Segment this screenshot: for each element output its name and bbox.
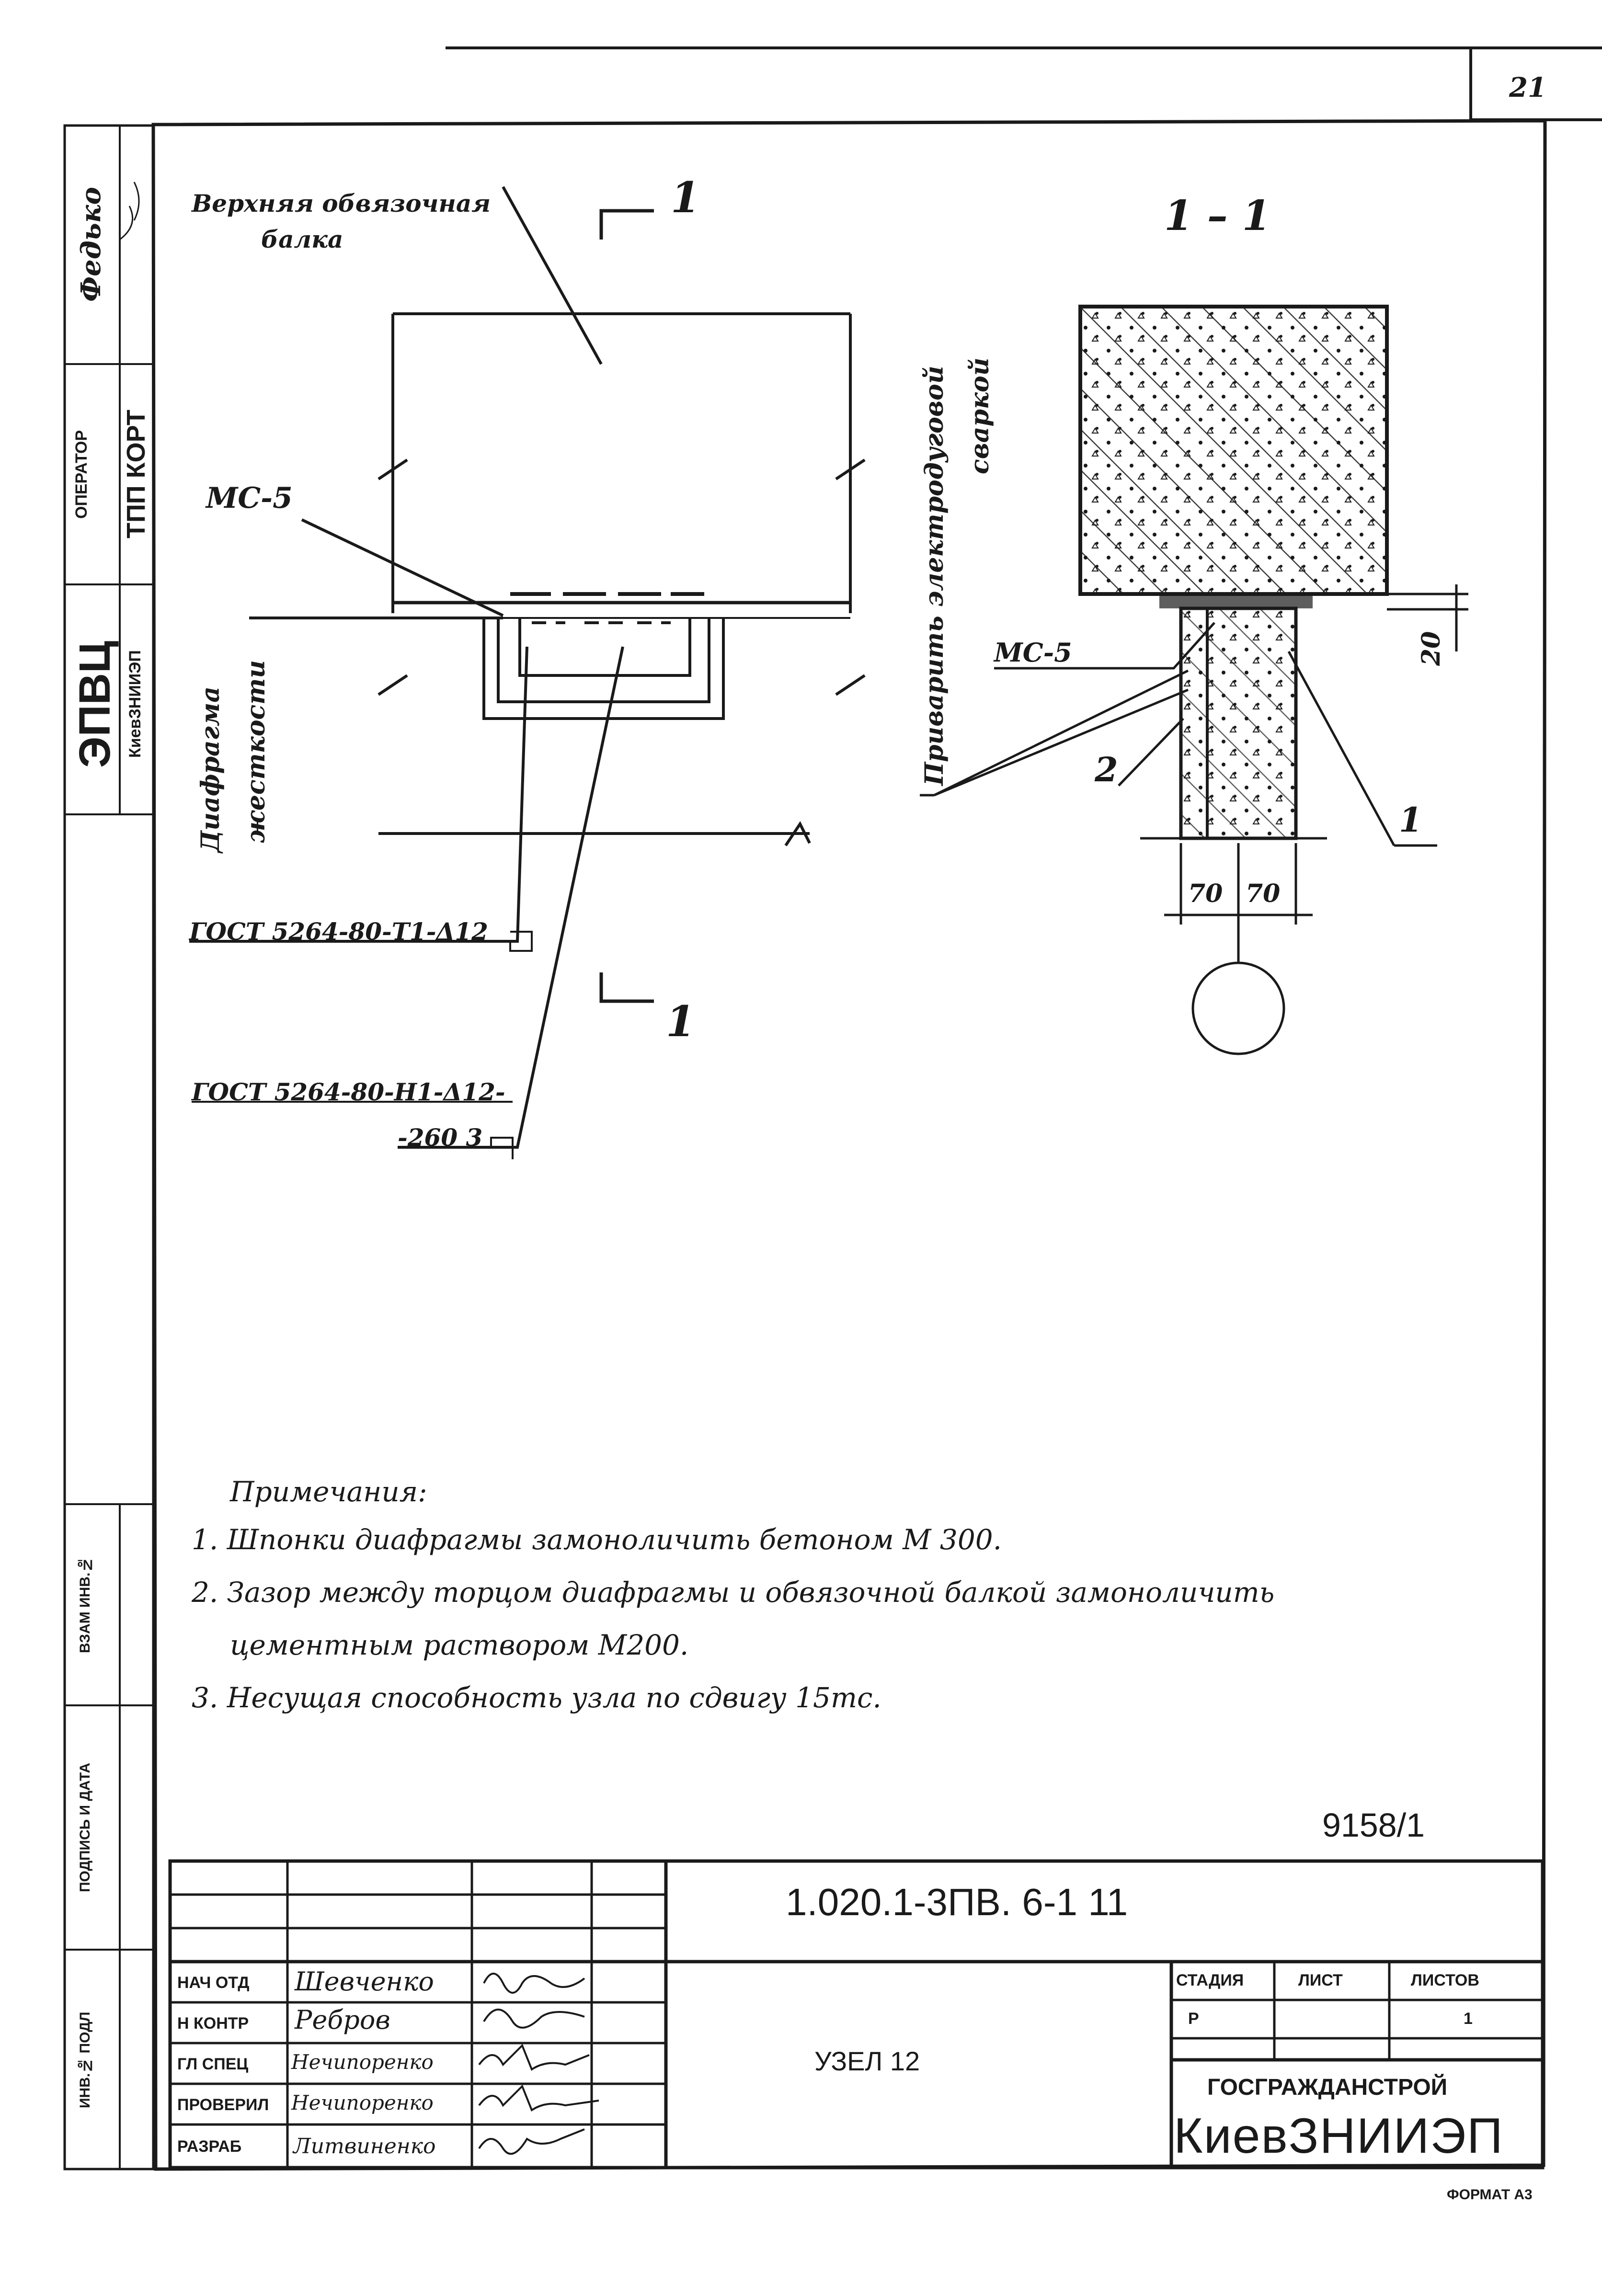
section-mark-top: 1	[671, 172, 700, 222]
embedded-plate	[1159, 594, 1313, 608]
top-beam-label-line1: Верхняя обвязочная	[192, 189, 491, 217]
role-head-dept: НАЧ ОТД	[177, 1974, 250, 1992]
note-3: 3. Несущая способность узла по сдвигу 15…	[192, 1681, 881, 1714]
callout-1: 1	[1399, 800, 1422, 840]
section-mark-bottom: 1	[666, 996, 696, 1046]
note-1: 1. Шпонки диафрагмы замоноличить бетоном…	[192, 1523, 1002, 1556]
side-stamp-org-small: КиевЗНИИЭП	[126, 650, 144, 758]
left-strip	[63, 124, 155, 2170]
title-block-lines	[119, 182, 1545, 2170]
archive-number: 9158/1	[1322, 1806, 1425, 1844]
section-embedded-part: МС-5	[994, 637, 1072, 668]
section-view	[920, 305, 1468, 1055]
weld-spec-2-line2: -260 3	[398, 1123, 483, 1152]
callout-2: 2	[1095, 750, 1118, 789]
role-checked: ПРОВЕРИЛ	[177, 2096, 269, 2114]
plan-view	[189, 186, 866, 1159]
name-developed: Литвиненко	[293, 2134, 436, 2159]
sheets-label: ЛИСТОВ	[1411, 1971, 1479, 1989]
side-column-signature-date: ПОДПИСЬ И ДАТА	[77, 1762, 93, 1893]
side-column-original-inv: ИНВ.№ ПОДЛ	[77, 2011, 93, 2108]
role-norm-control: Н КОНТР	[177, 2014, 249, 2033]
side-stamp-operator-label: ОПЕРАТОР	[72, 430, 91, 519]
side-stamp-operator-value: ТПП КОРТ	[122, 410, 150, 539]
page-number: 21	[1509, 72, 1546, 103]
note-2: 2. Зазор между торцом диафрагмы и обвязо…	[192, 1576, 1275, 1609]
name-head-dept: Шевченко	[295, 1966, 434, 1997]
name-norm-control: Ребров	[295, 2005, 390, 2035]
top-beam-label-line2: балка	[261, 225, 343, 253]
dimension-20: 20	[1417, 631, 1446, 666]
format-label: ФОРМАТ А3	[1447, 2187, 1533, 2203]
diaphragm-label-line2: жесткости	[241, 660, 271, 843]
org-line1: ГОСГРАЖДАНСТРОЙ	[1207, 2075, 1448, 2100]
side-stamp-org-big: ЭПВЦ	[70, 640, 119, 768]
document-code: 1.020.1-3ПВ. 6-1 11	[786, 1881, 1128, 1923]
shear-key	[482, 618, 725, 720]
role-chief-specialist: ГЛ СПЕЦ	[177, 2055, 249, 2073]
stage-label: СТАДИЯ	[1176, 1971, 1244, 1989]
note-2-continued: цементным раствором М200.	[230, 1629, 689, 1661]
weld-note-line2: сваркой	[965, 357, 995, 474]
name-chief-specialist: Нечипоренко	[291, 2050, 434, 2074]
notes-heading: Примечания:	[230, 1475, 427, 1508]
dimension-70-right: 70	[1246, 879, 1281, 908]
sheet-title: УЗЕЛ 12	[814, 2046, 920, 2076]
section-title: 1 – 1	[1164, 192, 1271, 240]
weld-note-line1: Приварить электродуговой	[920, 366, 949, 786]
name-checked: Нечипоренко	[291, 2091, 434, 2114]
weld-spec-1: ГОСТ 5264-80-Т1-Δ12	[189, 917, 488, 946]
sheets-value: 1	[1464, 2010, 1473, 2028]
weld-spec-2-line1: ГОСТ 5264-80-Н1-Δ12-	[192, 1078, 505, 1106]
sheet-label: ЛИСТ	[1298, 1971, 1343, 1989]
stage-value: Р	[1188, 2010, 1199, 2028]
side-column-replaced-inv: ВЗАМ ИНВ.№	[77, 1556, 93, 1653]
dimension-70-left: 70	[1188, 879, 1223, 908]
embedded-part-label: МС-5	[206, 481, 293, 515]
side-stamp-signer: Федько	[75, 187, 107, 302]
org-line2: КиевЗНИИЭП	[1174, 2108, 1504, 2164]
diaphragm-label-line1: Диафрагма	[196, 686, 225, 853]
role-developed: РАЗРАБ	[177, 2137, 242, 2156]
